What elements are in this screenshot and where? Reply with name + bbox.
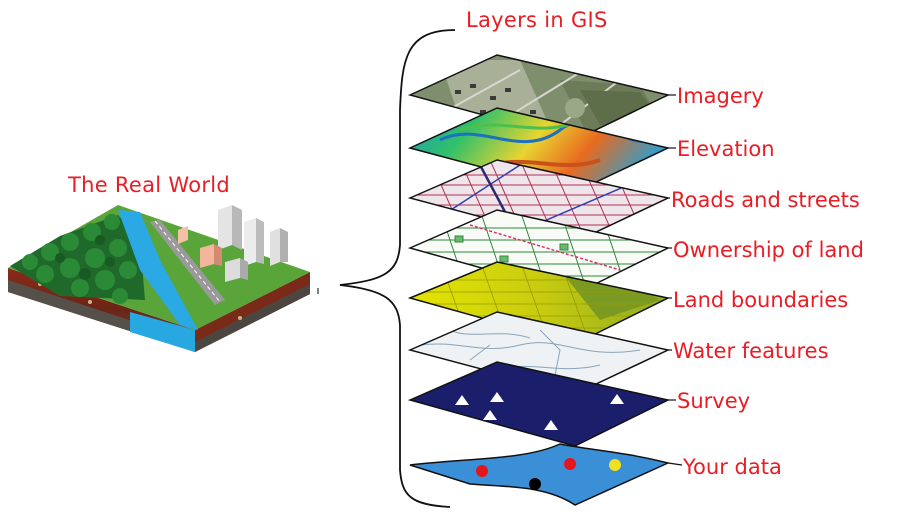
- your-data-layer: [409, 443, 671, 506]
- layer-label-roads: Roads and streets: [671, 188, 860, 212]
- diagram-title: Layers in GIS: [466, 8, 608, 32]
- layer-brace: [339, 29, 456, 508]
- layer-label-survey: Survey: [677, 389, 750, 413]
- layer-label-water: Water features: [673, 339, 829, 363]
- layer-label-imagery: Imagery: [677, 84, 764, 108]
- data-point-red: [476, 465, 488, 477]
- data-point-red: [564, 458, 576, 470]
- real-world-illustration: [8, 205, 310, 352]
- layer-label-ownership: Ownership of land: [673, 238, 864, 262]
- leader-lines: [667, 94, 683, 466]
- data-point-black: [529, 478, 541, 490]
- layer-label-your-data: Your data: [682, 455, 782, 479]
- survey-layer: [407, 361, 671, 447]
- layer-labels: Imagery Elevation Roads and streets Owne…: [671, 84, 864, 479]
- layer-label-elevation: Elevation: [677, 137, 775, 161]
- layer-label-land-boundaries: Land boundaries: [673, 288, 848, 312]
- survey-point-icons: [455, 392, 624, 430]
- data-point-yellow: [609, 459, 621, 471]
- real-world-label: The Real World: [68, 173, 231, 197]
